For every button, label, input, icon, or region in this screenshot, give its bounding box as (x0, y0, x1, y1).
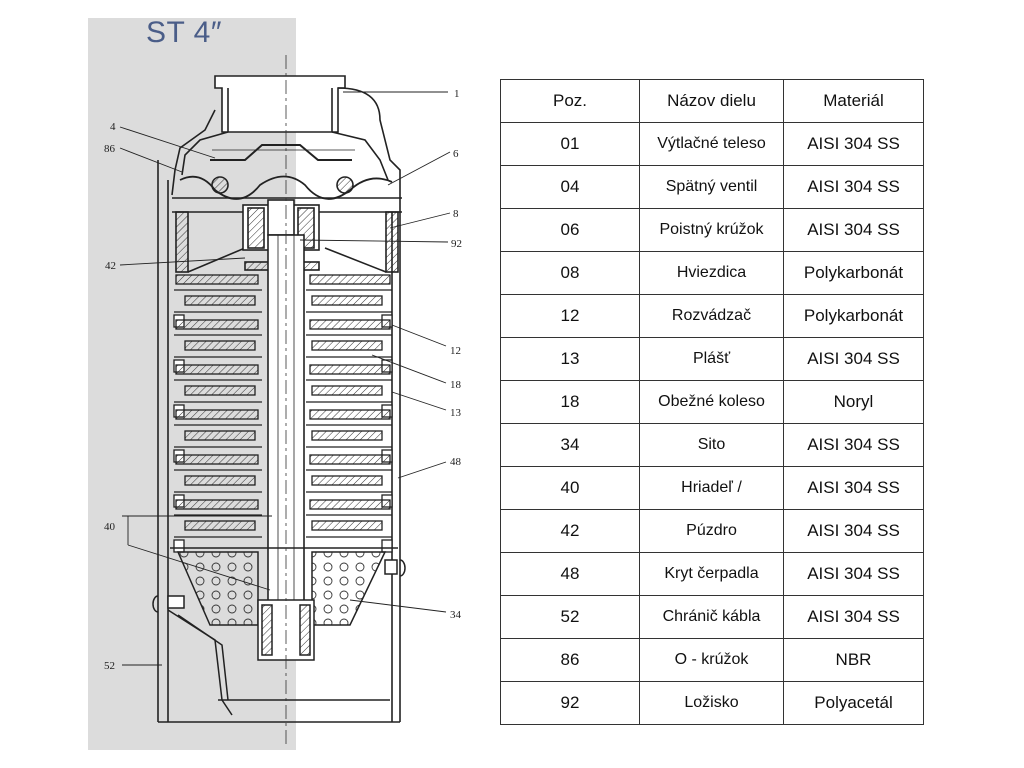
cell-part-name: Ložisko (639, 681, 784, 725)
cell-part-name: Púzdro (639, 509, 784, 553)
cell-material: AISI 304 SS (783, 122, 924, 166)
impeller-stages (173, 274, 393, 553)
cell-position: 48 (500, 552, 640, 596)
cell-material: NBR (783, 638, 924, 682)
callout-52: 52 (104, 660, 115, 672)
cell-part-name: Chránič kábla (639, 595, 784, 639)
cell-position: 40 (500, 466, 640, 510)
cell-position: 06 (500, 208, 640, 252)
cell-material: AISI 304 SS (783, 509, 924, 553)
cell-position: 04 (500, 165, 640, 209)
callout-18: 18 (450, 379, 462, 391)
cell-material: Noryl (783, 380, 924, 424)
callout-13: 13 (450, 407, 462, 419)
cell-part-name: O - krúžok (639, 638, 784, 682)
callout-6: 6 (453, 148, 459, 160)
leader-lines (119, 91, 451, 666)
cell-part-name: Rozvádzač (639, 294, 784, 338)
table-header-row: Poz. Názov dielu Materiál (500, 79, 924, 123)
cell-material: Polyacetál (783, 681, 924, 725)
cell-material: AISI 304 SS (783, 466, 924, 510)
cell-material: AISI 304 SS (783, 595, 924, 639)
cell-part-name: Hviezdica (639, 251, 784, 295)
cell-part-name: Sito (639, 423, 784, 467)
cell-position: 08 (500, 251, 640, 295)
cell-part-name: Obežné koleso (639, 380, 784, 424)
header-part-name: Názov dielu (639, 79, 784, 123)
cell-position: 42 (500, 509, 640, 553)
callout-4: 4 (110, 121, 116, 133)
pump-cross-section-diagram: 1 4 86 6 8 92 42 12 18 13 48 40 34 52 (104, 55, 462, 745)
cell-position: 01 (500, 122, 640, 166)
cell-part-name: Plášť (639, 337, 784, 381)
cell-material: Polykarbonát (783, 251, 924, 295)
cell-position: 52 (500, 595, 640, 639)
cell-material: AISI 304 SS (783, 423, 924, 467)
cell-material: AISI 304 SS (783, 208, 924, 252)
callout-8: 8 (453, 208, 459, 220)
cell-position: 86 (500, 638, 640, 682)
cell-part-name: Kryt čerpadla (639, 552, 784, 596)
cell-part-name: Poistný krúžok (639, 208, 784, 252)
callout-48: 48 (450, 456, 462, 468)
callout-92: 92 (451, 238, 462, 250)
cell-material: AISI 304 SS (783, 337, 924, 381)
page-title: ST 4″ (146, 16, 222, 49)
cell-position: 92 (500, 681, 640, 725)
cell-position: 34 (500, 423, 640, 467)
cell-material: AISI 304 SS (783, 165, 924, 209)
callout-34: 34 (450, 609, 462, 621)
header-position: Poz. (500, 79, 640, 123)
callout-86: 86 (104, 143, 116, 155)
callout-42: 42 (105, 260, 116, 272)
header-material: Materiál (783, 79, 924, 123)
cell-part-name: Hriadeľ / (639, 466, 784, 510)
cell-part-name: Výtlačné teleso (639, 122, 784, 166)
callout-40: 40 (104, 521, 116, 533)
cell-material: Polykarbonát (783, 294, 924, 338)
callout-12: 12 (450, 345, 461, 357)
cell-position: 12 (500, 294, 640, 338)
cell-position: 13 (500, 337, 640, 381)
cell-part-name: Spätný ventil (639, 165, 784, 209)
pump-body (157, 75, 402, 722)
cell-position: 18 (500, 380, 640, 424)
cell-material: AISI 304 SS (783, 552, 924, 596)
callout-1: 1 (454, 88, 460, 100)
